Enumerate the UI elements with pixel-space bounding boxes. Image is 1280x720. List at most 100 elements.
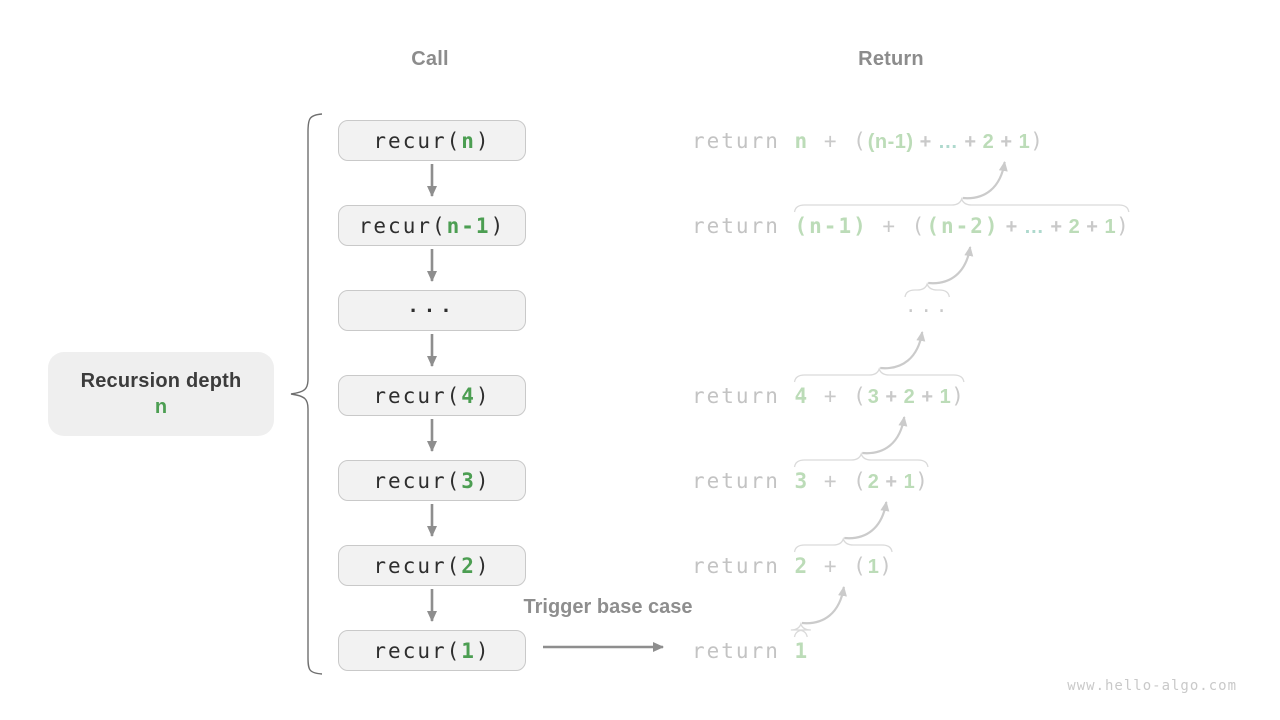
code-token: 1: [1104, 216, 1117, 238]
code-token: 1: [794, 639, 810, 663]
return-column-header: Return: [858, 48, 924, 70]
code-token: 1: [903, 471, 916, 493]
return-flow-arrow: [928, 246, 974, 285]
code-token: + (: [809, 554, 868, 578]
return-flow-arrow: [862, 416, 908, 455]
recursion-depth-title: Recursion depth: [80, 369, 242, 392]
code-token: ): [475, 128, 491, 153]
return-flow-arrow: [801, 586, 847, 625]
code-token: ···: [407, 299, 457, 322]
code-token: ): [475, 383, 491, 408]
code-token: (n-1): [867, 131, 914, 153]
return-line-ellipsis: ···: [905, 296, 951, 326]
code-token: recur(: [373, 383, 462, 408]
code-token: 4: [794, 384, 810, 408]
call-box: recur(n-1): [338, 205, 526, 246]
call-column-header: Call: [411, 48, 449, 70]
code-token: 2: [794, 554, 810, 578]
code-token: 3: [461, 468, 476, 493]
call-box-ellipsis: ···: [338, 290, 526, 331]
code-token: n-1: [446, 213, 491, 238]
code-token: 3: [794, 469, 810, 493]
code-token: return: [692, 214, 795, 238]
code-token: 2: [1068, 216, 1081, 238]
return-flow-arrow: [844, 501, 890, 540]
code-token: +: [994, 131, 1019, 153]
code-token: 1: [1018, 131, 1031, 153]
code-token: return: [692, 639, 795, 663]
code-token: …: [1023, 216, 1045, 238]
code-token: recur(: [373, 638, 462, 663]
recursion-depth-label: Recursion depth n: [48, 352, 274, 436]
return-expression: 4 + (3 + 2 + 1): [794, 384, 966, 408]
return-line: return 2 + (1): [692, 551, 894, 581]
code-token: ): [490, 213, 506, 238]
code-token: n: [461, 128, 476, 153]
code-token: 4: [461, 383, 476, 408]
code-token: return: [692, 469, 795, 493]
call-box: recur(2): [338, 545, 526, 586]
code-token: recur(: [358, 213, 447, 238]
return-flow-arrow: [880, 331, 926, 370]
code-token: 2: [867, 471, 880, 493]
code-token: recur(: [373, 468, 462, 493]
code-token: ): [475, 468, 491, 493]
code-token: (n-2): [926, 214, 1000, 238]
code-token: 2: [461, 553, 476, 578]
code-token: return: [692, 384, 795, 408]
trigger-base-case-label: Trigger base case: [523, 596, 693, 618]
code-token: 1: [461, 638, 476, 663]
code-token: +: [999, 216, 1024, 238]
call-box: recur(4): [338, 375, 526, 416]
code-token: 2: [903, 386, 916, 408]
call-box: recur(n): [338, 120, 526, 161]
recursion-depth-brace: [290, 113, 323, 675]
code-token: return: [692, 554, 795, 578]
return-line: return 4 + (3 + 2 + 1): [692, 381, 966, 411]
watermark: www.hello-algo.com: [1067, 678, 1237, 694]
code-token: ···: [905, 300, 952, 322]
code-token: (n-1): [794, 214, 868, 238]
recursion-depth-value: n: [154, 395, 168, 418]
return-line: return n + ((n-1) + … + 2 + 1): [692, 126, 1045, 156]
code-token: return: [692, 129, 795, 153]
code-token: ): [951, 384, 966, 408]
code-token: +: [958, 131, 983, 153]
code-token: recur(: [373, 553, 462, 578]
code-token: 2: [982, 131, 995, 153]
return-expression: 2 + (1): [794, 554, 895, 578]
return-flow-arrow: [962, 161, 1008, 200]
return-expression: (n-1) + ((n-2) + … + 2 + 1): [794, 214, 1131, 238]
call-box: recur(3): [338, 460, 526, 501]
code-token: ): [915, 469, 930, 493]
code-token: + (: [809, 129, 868, 153]
return-line: return 1: [692, 636, 809, 666]
code-token: ): [1116, 214, 1131, 238]
code-token: ): [879, 554, 895, 578]
code-token: + (: [809, 469, 868, 493]
code-token: …: [937, 131, 959, 153]
return-line: return (n-1) + ((n-2) + … + 2 + 1): [692, 211, 1131, 241]
code-token: +: [1080, 216, 1105, 238]
code-token: recur(: [373, 128, 462, 153]
code-token: +: [913, 131, 938, 153]
code-token: 3: [867, 386, 880, 408]
code-token: +: [879, 386, 904, 408]
return-line: return 3 + (2 + 1): [692, 466, 930, 496]
code-token: + (: [809, 384, 868, 408]
code-token: ): [475, 638, 491, 663]
code-token: +: [1044, 216, 1069, 238]
code-token: 1: [939, 386, 952, 408]
return-expression: n + ((n-1) + … + 2 + 1): [794, 129, 1045, 153]
return-expression: 1: [794, 639, 810, 663]
call-box: recur(1): [338, 630, 526, 671]
return-expression: ···: [905, 299, 951, 322]
code-token: +: [915, 386, 940, 408]
code-token: n: [794, 129, 810, 153]
code-token: + (: [867, 214, 927, 238]
code-token: ): [1030, 129, 1045, 153]
code-token: ): [475, 553, 491, 578]
return-expression: 3 + (2 + 1): [794, 469, 930, 493]
code-token: 1: [867, 556, 880, 578]
